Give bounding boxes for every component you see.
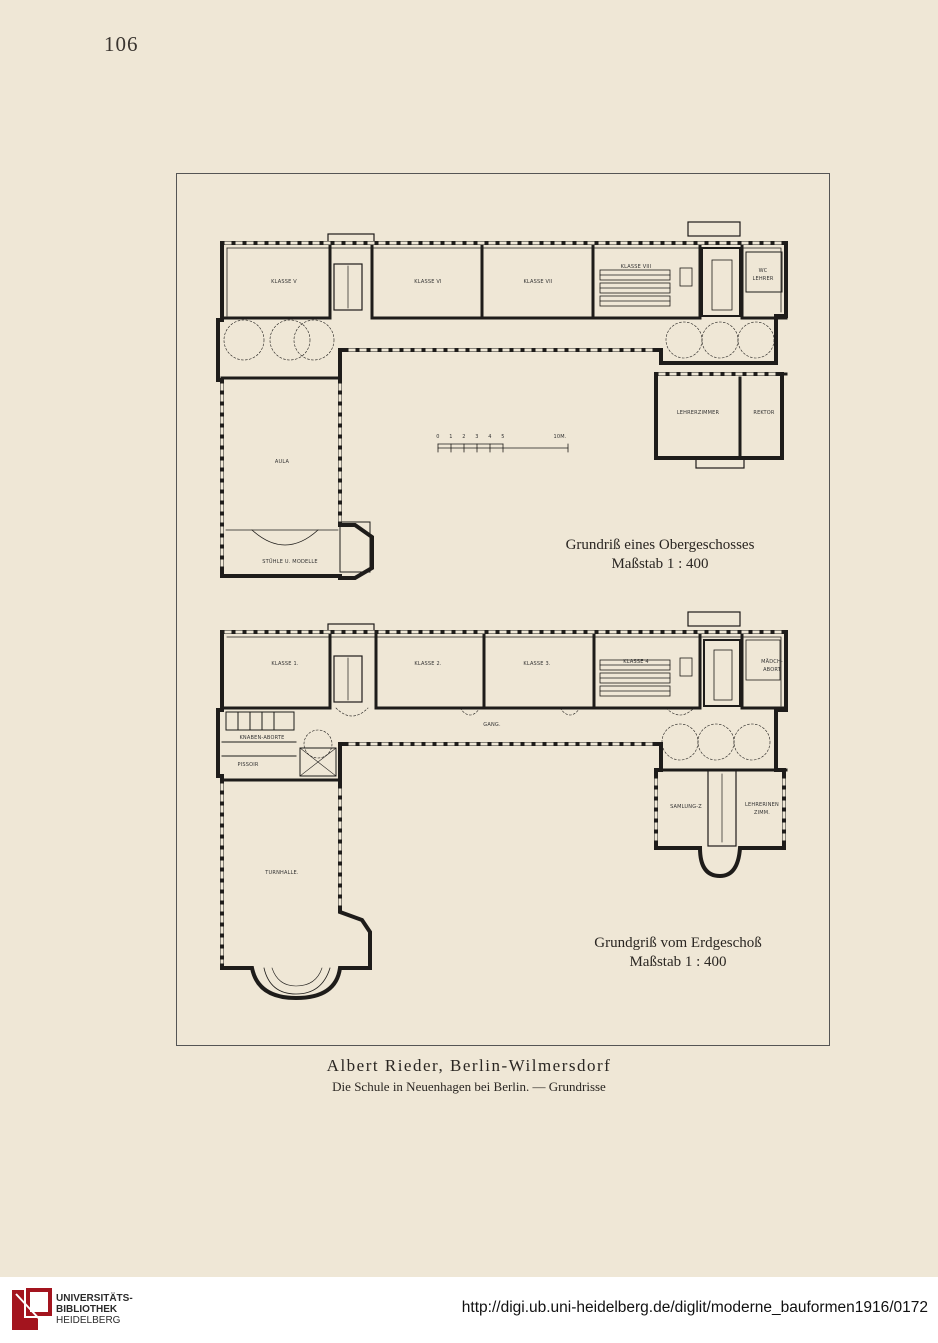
ground-plan-title: Grundgriß vom Erdgeschoß xyxy=(594,935,762,951)
room-label: PISSOIR xyxy=(237,762,258,768)
library-logo-icon xyxy=(12,1288,52,1330)
room-label: TURNHALLE. xyxy=(264,870,299,876)
library-logo-text: UNIVERSITÄTS- BIBLIOTHEK HEIDELBERG xyxy=(56,1293,133,1326)
room-label: KLASSE 4 xyxy=(623,659,648,665)
room-label: KLASSE VII xyxy=(523,279,552,285)
upper-plan-title: Grundriß eines Obergeschosses xyxy=(565,537,755,553)
upper-plan-caption: Grundriß eines Obergeschosses Maßstab 1 … xyxy=(540,536,780,574)
room-label: GANG. xyxy=(483,722,501,728)
room-label: KLASSE 3. xyxy=(523,661,550,667)
room-label: SAMLUNG-Z xyxy=(670,804,702,810)
footer-bar: UNIVERSITÄTS- BIBLIOTHEK HEIDELBERG http… xyxy=(0,1277,938,1343)
logo-line-1: UNIVERSITÄTS- xyxy=(56,1293,133,1304)
room-label: STÜHLE U. MODELLE xyxy=(262,558,317,565)
scale-tick: 4 xyxy=(488,434,491,440)
room-label: MÄDCH- xyxy=(761,658,783,665)
scale-tick: 2 xyxy=(462,434,465,440)
room-label: ABORT xyxy=(763,667,782,673)
scale-tick: 0 xyxy=(436,434,439,440)
scale-tick: 3 xyxy=(475,434,478,440)
room-label: LEHRERZIMMER xyxy=(677,410,720,416)
room-label: KLASSE 2. xyxy=(414,661,441,667)
credit-subtitle: Die Schule in Neuenhagen bei Berlin. — G… xyxy=(332,1079,606,1094)
scale-tick: 5 xyxy=(501,434,504,440)
scanned-page: 106 xyxy=(104,32,830,1094)
ground-floor-plan xyxy=(216,611,788,1001)
floor-plans: KLASSE V KLASSE VI KLASSE VII KLASSE VII… xyxy=(216,221,788,1001)
scale-tick: 1 xyxy=(449,434,452,440)
ground-plan-caption: Grundgriß vom Erdgeschoß Maßstab 1 : 400 xyxy=(558,934,798,972)
room-label: WC xyxy=(759,268,768,274)
room-label: KLASSE VI xyxy=(414,279,441,285)
room-label: KLASSE V xyxy=(271,279,297,285)
ground-plan-scale: Maßstab 1 : 400 xyxy=(629,954,727,970)
page-number: 106 xyxy=(104,32,139,56)
source-url-link[interactable]: http://digi.ub.uni-heidelberg.de/diglit/… xyxy=(461,1299,928,1316)
plate-frame xyxy=(176,173,830,1046)
room-label: KNABEN-ABORTE xyxy=(239,735,284,741)
room-label: LEHRER xyxy=(752,276,773,282)
room-label: KLASSE VIII xyxy=(621,264,652,270)
upper-floor-plan xyxy=(216,221,788,580)
room-label: KLASSE 1. xyxy=(271,661,298,667)
room-label: ZIMM. xyxy=(754,810,770,816)
room-label: AULA xyxy=(275,459,290,465)
room-label: LEHRERINEN xyxy=(745,802,779,808)
scale-end-label: 10M. xyxy=(553,434,566,440)
room-label: REKTOR xyxy=(753,410,775,416)
upper-plan-scale: Maßstab 1 : 400 xyxy=(611,556,709,572)
logo-line-2: BIBLIOTHEK xyxy=(56,1304,118,1315)
logo-line-3: HEIDELBERG xyxy=(56,1315,121,1326)
credit-author: Albert Rieder, Berlin-Wilmersdorf xyxy=(326,1056,612,1075)
